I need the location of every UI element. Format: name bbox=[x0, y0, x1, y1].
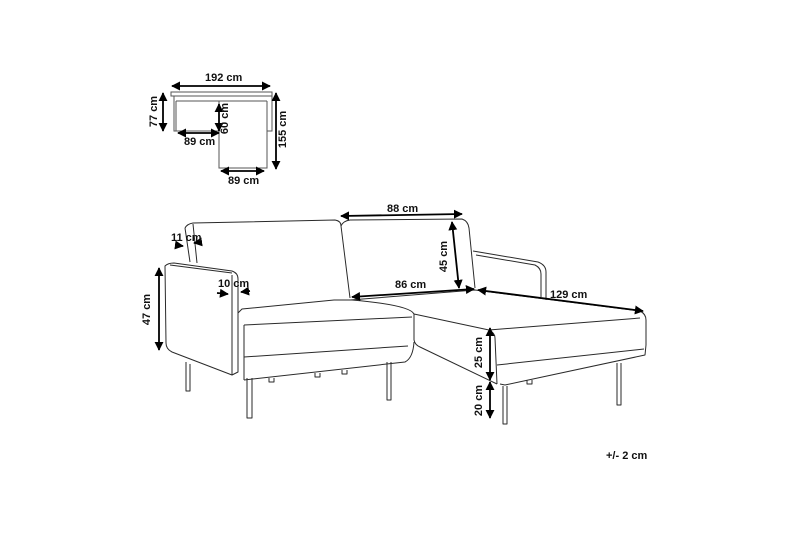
left-backrest-outline bbox=[184, 219, 351, 299]
seat-height-label: 25 cm bbox=[473, 336, 486, 369]
tolerance-note: +/- 2 cm bbox=[606, 450, 648, 462]
chaise-length-label: 129 cm bbox=[550, 289, 588, 301]
backrest-height-label: 45 cm bbox=[438, 240, 451, 273]
top-seat-depth-label: 60 cm bbox=[219, 102, 232, 135]
backrest-thickness-label: 11 cm bbox=[171, 232, 202, 244]
left-armrest bbox=[164, 262, 239, 376]
top-depth-label: 77 cm bbox=[148, 95, 161, 128]
armrest-height-label: 47 cm bbox=[141, 293, 154, 326]
top-chaise-width-label: 89 cm bbox=[228, 175, 260, 187]
top-view-dimension-arrows bbox=[158, 81, 281, 176]
backrest-width-label: 88 cm bbox=[387, 203, 419, 215]
seat-width-label: 86 cm bbox=[395, 279, 427, 291]
top-total-width-label: 192 cm bbox=[205, 72, 243, 84]
sofa-drawing bbox=[164, 218, 647, 425]
top-total-depth-label: 155 cm bbox=[277, 110, 290, 149]
perspective-dimension-arrows bbox=[154, 209, 644, 419]
armrest-width-label: 10 cm bbox=[218, 278, 250, 290]
top-seat-width-label: 89 cm bbox=[184, 136, 216, 148]
leg-height-label: 20 cm bbox=[473, 384, 486, 417]
